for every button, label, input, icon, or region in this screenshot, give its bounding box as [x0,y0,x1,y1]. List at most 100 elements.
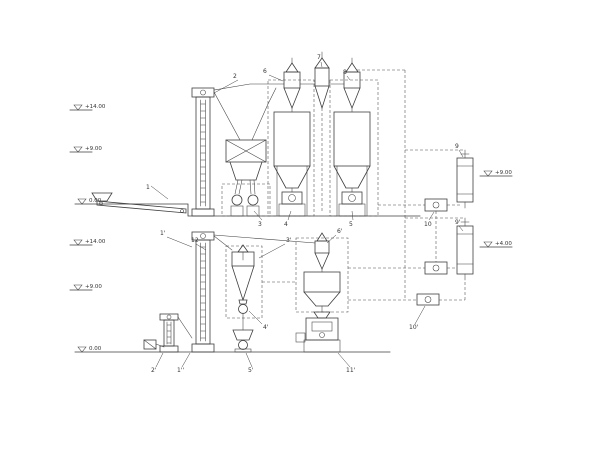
inlet-duct [213,235,233,251]
discharge-spout [213,91,241,141]
cyclone-body [314,67,330,87]
leader-line [458,225,464,232]
elevator-leg [163,319,175,347]
storage-bin-b [333,107,371,217]
elevation-marker-right-lower: +4.00 [483,241,512,248]
elevator-boot [191,343,215,353]
pedestal [303,339,341,353]
packer [295,311,341,353]
elevator-boot [159,345,179,353]
elevation-triangle-icon [483,241,493,248]
equipment-tag-9p: 9' [455,219,464,232]
packer-window [311,321,333,332]
cyclone-body [283,71,301,89]
fan-impeller [432,201,440,209]
equipment-tags: 1 2 3 4 5 6 7 8 [146,54,464,374]
tag-label: 1 [146,184,150,191]
leader-line [245,352,253,368]
equipment-tag-1: 1 [146,184,169,200]
elevation-triangle-icon [483,170,493,177]
fan-impeller [432,264,440,272]
head-pulley [200,233,206,239]
tag-label: 11' [346,367,356,374]
discharge-spout [177,316,193,339]
cyclone-b [343,57,361,109]
fan-casing [424,261,448,275]
leader-line [287,210,292,221]
cyclone-body [314,240,330,254]
aspiration-duct [251,87,277,141]
tag-label: 2 [233,73,237,80]
support-legs [276,165,308,217]
elevation-marker-lower-14: +14.00 [73,239,106,246]
machine-hopper [232,329,254,341]
leader-line [150,185,169,200]
pedestal [338,203,366,217]
tag-label: 9' [455,219,461,226]
filter-cap-icon [345,62,359,73]
bucket-belt [166,321,172,345]
intake-small [143,339,165,350]
elevator-boot [191,208,215,217]
tag-label: 1'' [177,367,184,374]
sieve-body [225,139,267,163]
elevation-triangle-icon [77,198,87,205]
tag-label: 12 [191,237,199,244]
equipment-tag-3: 3 [253,210,263,228]
tag-label: 10 [424,221,432,228]
pedestal [230,205,244,217]
vessel-upper [456,149,474,209]
cyclone-cone [314,252,330,270]
equipment-tag-2p: 2' [151,352,164,374]
dashed-enclosure-cyclone-lower [225,245,263,319]
leader-line [428,211,435,221]
conveying-line [213,234,316,244]
storage-bin-a [273,107,311,217]
vessel-body [456,225,474,275]
sieve-cross [225,139,267,163]
sieve-hopper [229,161,263,181]
equipment-tag-9: 9 [455,143,464,158]
packer-hopper [313,311,331,319]
filter-cap-icon [285,62,299,73]
sieve-spouts [234,179,256,195]
pedestal [278,203,306,217]
floor-lines [69,109,513,353]
cyclone-lower [213,235,255,301]
bin-hopper [333,165,371,189]
tag-label: 6 [263,68,267,75]
machine-lower [232,329,254,353]
mill-body [341,191,363,205]
leader-line [195,243,207,251]
dashed-enclosure-sieve [221,183,271,217]
vessel-lower [456,217,474,281]
pipe [460,149,470,209]
equipment-tag-11p: 11' [337,352,356,374]
intake-conveyor [91,192,187,214]
tag-label: 2' [151,367,157,374]
equipment-tag-6: 6 [263,68,284,82]
elevation-label: 0.00 [89,346,102,352]
cyclone-bin-lower [213,232,330,273]
dashed-enclosure-b [329,79,379,217]
head-pulley [200,89,206,96]
equipment-tag-12: 12 [191,237,207,251]
elevation-triangle-icon [73,104,83,111]
leader-line [248,310,263,325]
conveyor-wheel [180,209,184,213]
leader-line [414,305,426,325]
bucket-belt [200,242,206,342]
pedestal [234,348,252,353]
equipment-tag-1p: 1' [160,230,193,248]
filter-cap-icon [316,232,328,242]
packer-body [305,317,339,341]
leader-line [155,352,164,368]
airlock [247,194,259,206]
tag-label: 9 [455,143,459,150]
pneumatic-manifold [213,83,345,91]
elevation-marker-upper-14: +14.00 [73,104,106,111]
tag-label: 1' [160,230,166,237]
leader-line [320,61,323,68]
